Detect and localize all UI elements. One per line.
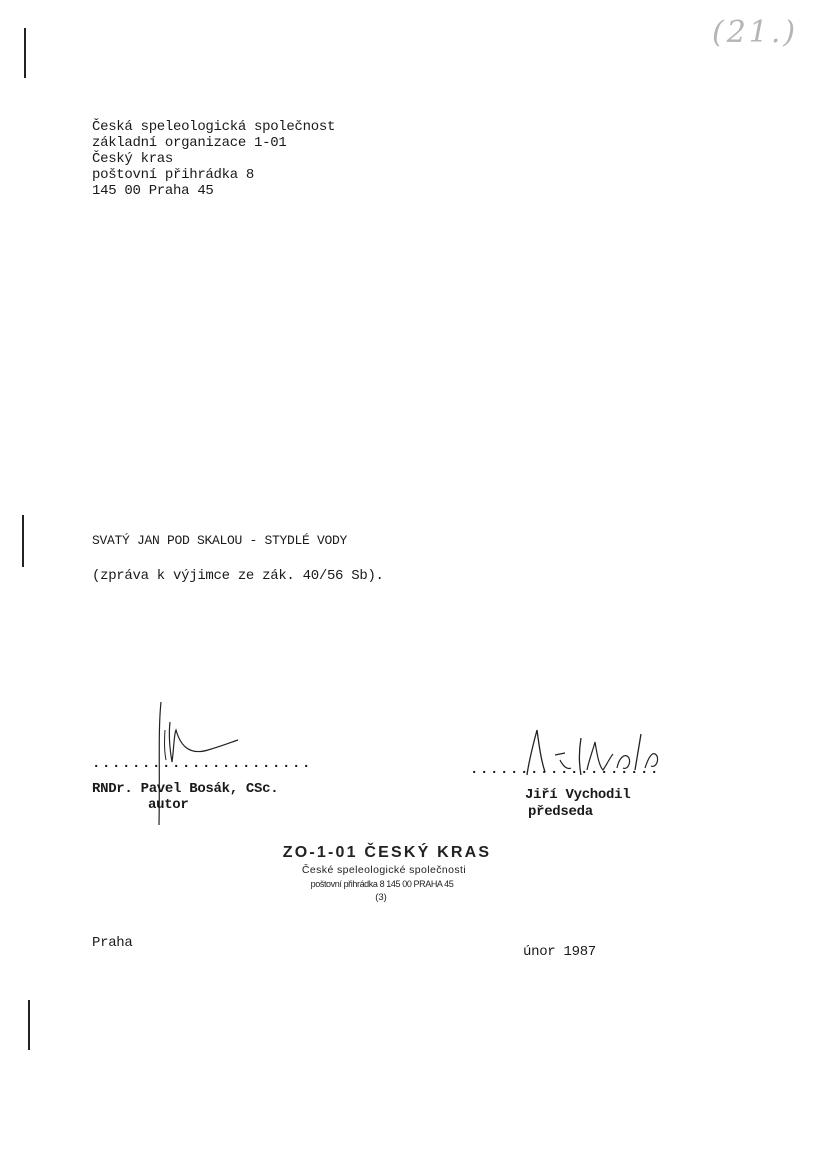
binding-mark-middle <box>22 515 24 567</box>
chair-name: Jiří Vychodil <box>525 787 631 803</box>
author-signature-line: ...................... <box>92 756 313 772</box>
chair-role: předseda <box>528 804 593 820</box>
stamp-line-society: České speleologické společnosti <box>301 864 467 876</box>
author-signature <box>158 701 239 826</box>
document-place: Praha <box>92 935 133 951</box>
binding-mark-top <box>24 28 26 78</box>
author-name: RNDr. Pavel Bosák, CSc. <box>92 781 279 797</box>
archive-number: (21.) <box>712 15 799 50</box>
stamp-line-address: poštovní přihrádka 8 145 00 PRAHA 45 <box>310 879 454 889</box>
address-line-branch: základní organizace 1-01 <box>92 135 287 151</box>
address-line-city: 145 00 Praha 45 <box>92 183 214 199</box>
address-line-pobox: poštovní přihrádka 8 <box>92 167 255 183</box>
binding-mark-bottom <box>28 1000 30 1050</box>
document-date: únor 1987 <box>523 944 596 960</box>
address-line-region: Český kras <box>92 151 174 167</box>
document-subtitle: (zpráva k výjimce ze zák. 40/56 Sb). <box>92 568 384 584</box>
chair-signature <box>526 729 659 776</box>
author-role: autor <box>148 797 189 813</box>
document-title: SVATÝ JAN POD SKALOU - STYDLÉ VODY <box>92 533 348 548</box>
organization-stamp: ZO-1-01 ČESKÝ KRAS České speleologické s… <box>282 843 492 905</box>
address-line-organization: Česká speleologická společnost <box>92 119 336 135</box>
address-block: Česká speleologická společnost základní … <box>92 119 335 199</box>
stamp-line-organization: ZO-1-01 ČESKÝ KRAS <box>282 844 492 861</box>
chair-signature-line: ................... <box>470 762 661 778</box>
stamp-line-number: (3) <box>375 892 387 903</box>
